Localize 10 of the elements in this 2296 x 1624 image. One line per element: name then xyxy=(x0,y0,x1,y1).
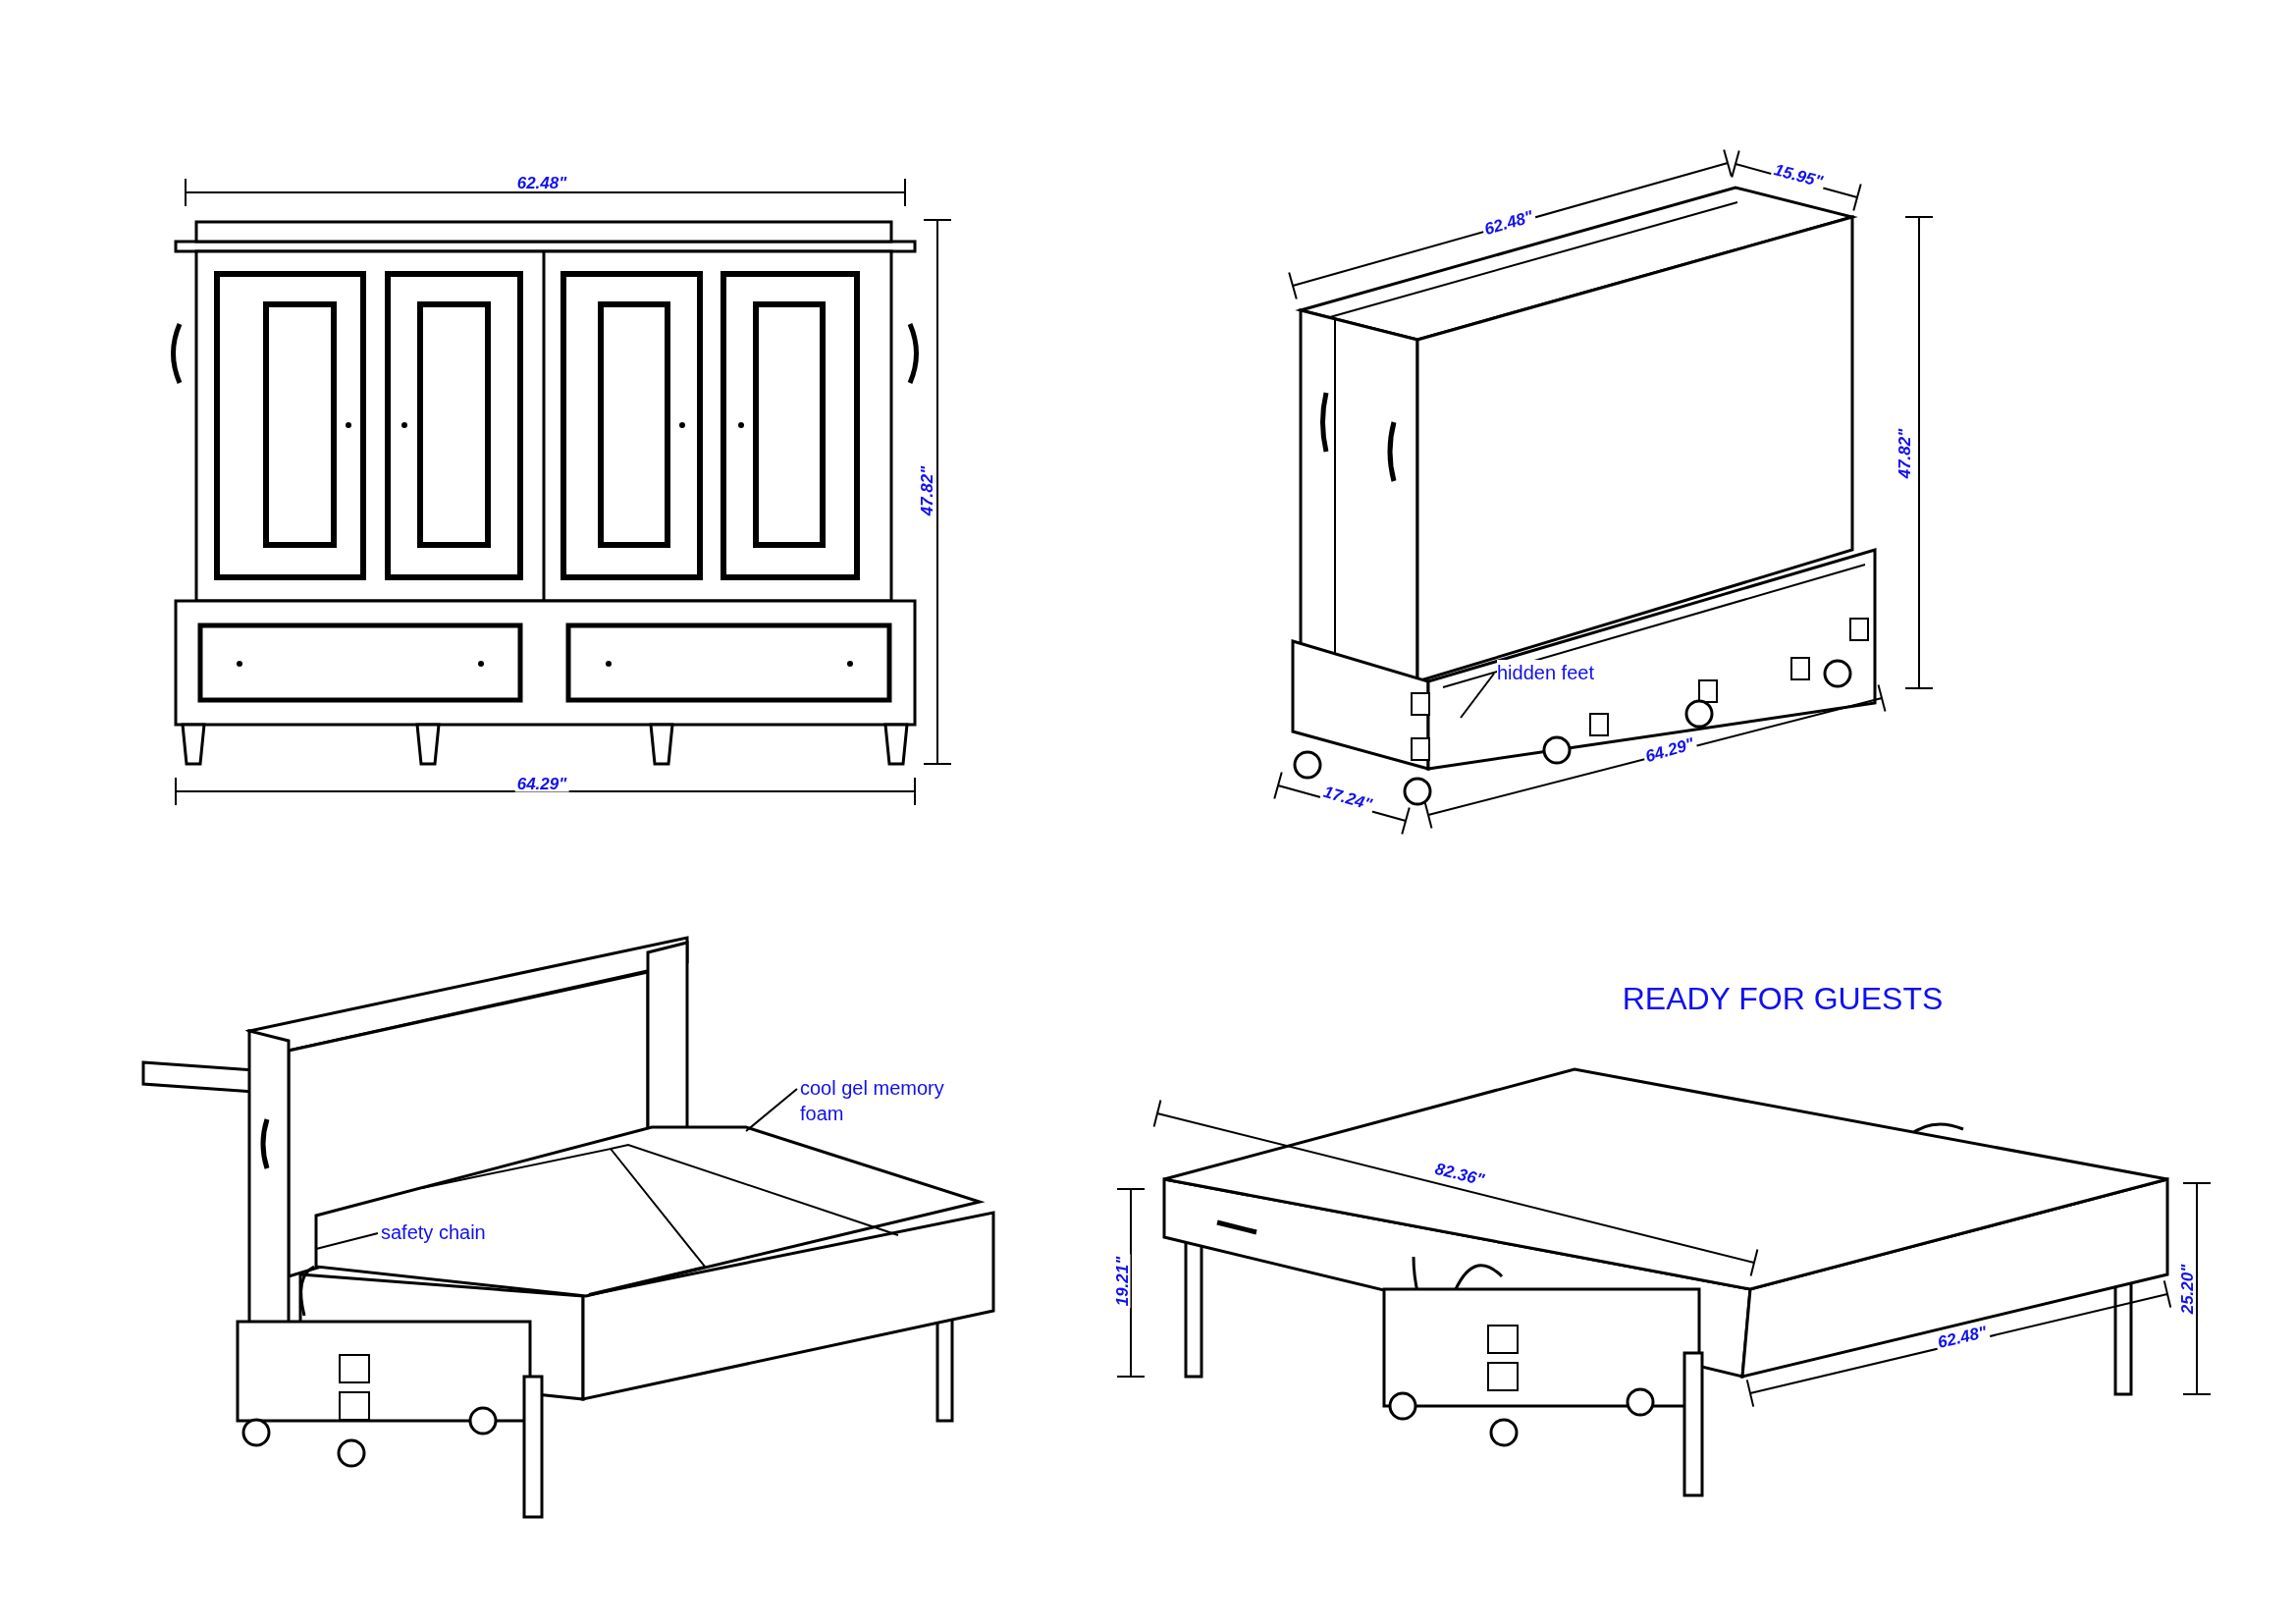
dimension-label: 19.21" xyxy=(1113,1254,1131,1309)
leader-line xyxy=(745,1088,798,1132)
leader-line xyxy=(1460,673,1495,719)
dimension-label: 47.82" xyxy=(918,463,935,518)
dimension-label: 47.82" xyxy=(1896,426,1913,481)
view-heading: READY FOR GUESTS xyxy=(1622,980,1944,1018)
leader-line xyxy=(315,1232,379,1250)
dimension-label: 62.48" xyxy=(514,174,569,191)
dimension-label: 64.29" xyxy=(514,775,569,792)
dimension-label: 25.20" xyxy=(2178,1262,2196,1317)
